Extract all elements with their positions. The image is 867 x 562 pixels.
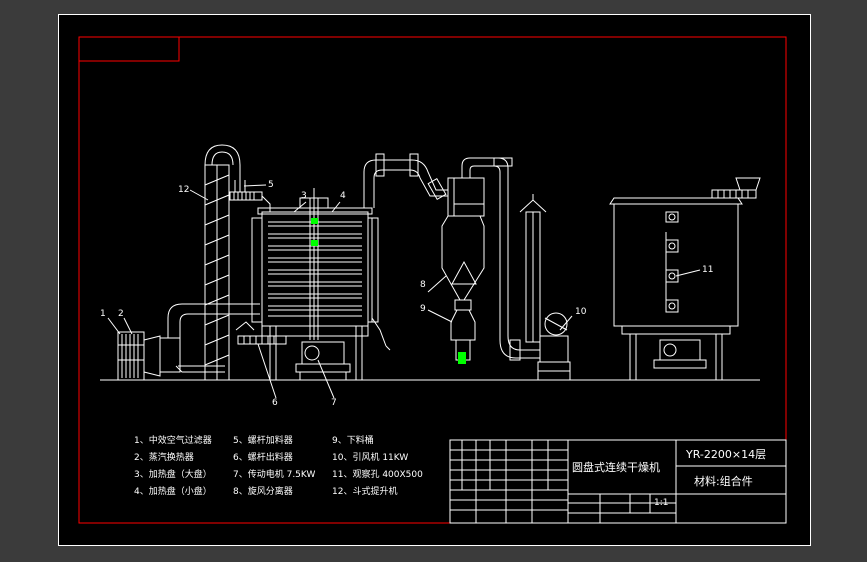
legend-item: 8、旋风分离器 — [233, 487, 293, 497]
callout-2: 2 — [118, 309, 124, 319]
legend-item: 5、螺杆加料器 — [233, 436, 293, 446]
drawing-title: 圆盘式连续干燥机 — [572, 461, 660, 474]
callout-11: 11 — [702, 265, 714, 275]
material-label: 材料:组合件 — [694, 475, 753, 488]
scale-label: 1:1 — [654, 498, 669, 508]
model-number: YR-2200×14层 — [686, 448, 767, 461]
title-block — [449, 439, 787, 524]
callout-5: 5 — [268, 180, 274, 190]
callout-10: 10 — [575, 307, 587, 317]
discharge-screw — [235, 321, 287, 345]
side-screw-feeder — [711, 177, 761, 199]
drive-motor — [295, 341, 351, 380]
cyclone-separator — [441, 177, 485, 361]
induced-draft-fan — [537, 312, 571, 381]
legend-item: 12、斗式提升机 — [332, 487, 398, 497]
bucket-elevator — [204, 144, 241, 381]
callout-8: 8 — [420, 280, 426, 290]
callout-12: 12 — [178, 185, 190, 195]
air-filter — [117, 331, 145, 381]
machine-drawing — [100, 144, 761, 399]
legend-item: 3、加热盘（大盘） — [134, 470, 212, 480]
heat-exchanger — [143, 335, 225, 377]
exhaust-stack — [519, 194, 547, 343]
drawing-sheet — [58, 14, 811, 546]
legend-item: 4、加热盘（小盘） — [134, 487, 212, 497]
callout-9: 9 — [420, 304, 426, 314]
callout-7: 7 — [331, 398, 337, 408]
legend-item: 11、观察孔 400X500 — [332, 470, 423, 480]
green-markers — [311, 218, 466, 364]
legend-item: 2、蒸汽换热器 — [134, 453, 194, 463]
red-corner-box — [78, 36, 180, 62]
legend-item: 7、传动电机 7.5KW — [233, 470, 316, 480]
red-border — [78, 36, 787, 524]
legend-item: 6、螺杆出料器 — [233, 453, 293, 463]
callout-4: 4 — [340, 191, 346, 201]
legend-item: 10、引风机 11KW — [332, 453, 409, 463]
legend-item: 1、中效空气过滤器 — [134, 436, 212, 446]
dryer-side-view — [609, 197, 743, 380]
legend-item: 9、下料桶 — [332, 436, 374, 446]
callout-3: 3 — [301, 191, 307, 201]
dryer-main-body — [251, 188, 379, 380]
callout-1: 1 — [100, 309, 106, 319]
screw-feeder — [229, 180, 271, 212]
callout-6: 6 — [272, 398, 278, 408]
